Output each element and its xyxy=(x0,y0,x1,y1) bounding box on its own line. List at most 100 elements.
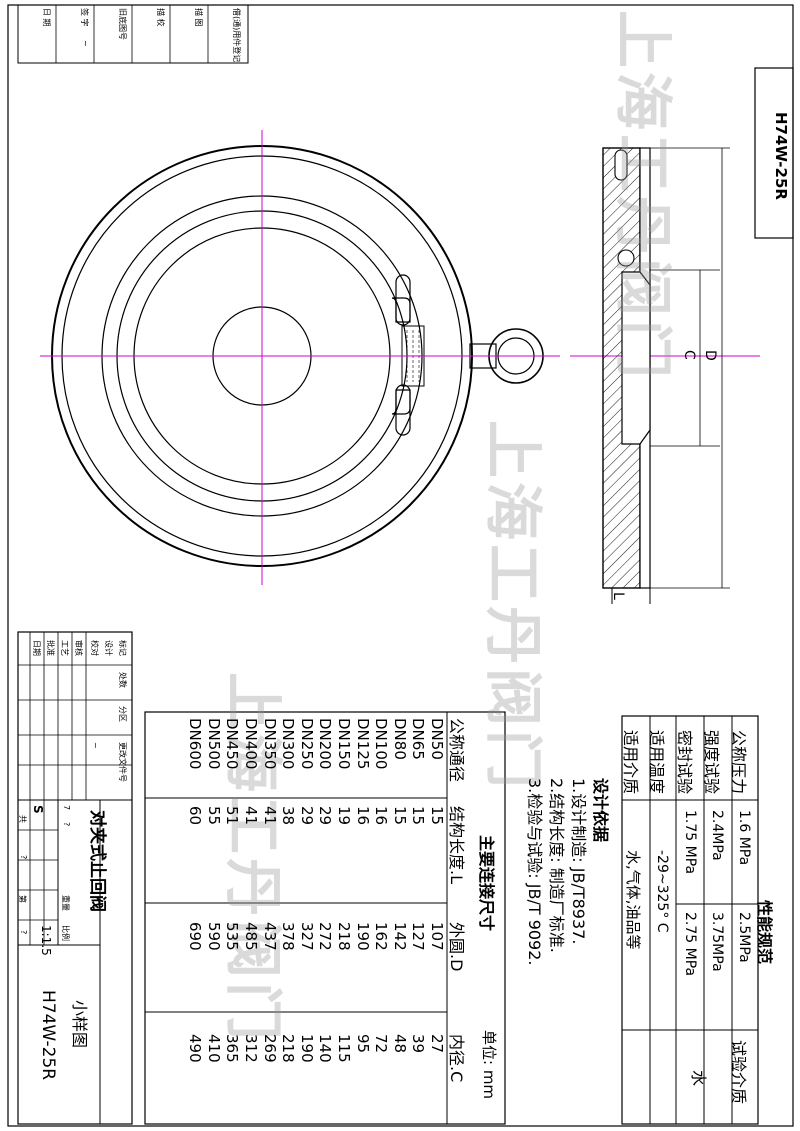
dim-cell: 127 xyxy=(409,922,428,951)
dim-cell: 27 xyxy=(428,1034,446,1054)
perf-label: 强度试验 xyxy=(702,730,721,795)
role: 校对 xyxy=(90,640,99,656)
dim-cell: 115 xyxy=(335,1034,353,1063)
disc-section xyxy=(621,271,651,445)
perf-label: 适用介质 xyxy=(621,730,640,795)
role: 工艺 xyxy=(60,640,69,656)
dim-header: 内径.C xyxy=(447,1034,466,1083)
scale-value: 1:1.5 xyxy=(39,925,53,956)
dim-cell-dn: DN450 xyxy=(223,718,242,770)
dim-cell: 365 xyxy=(223,1034,242,1063)
dim-cell: 55 xyxy=(204,806,223,826)
dim-cell-dn: DN100 xyxy=(372,718,391,770)
dim-cell: 690 xyxy=(186,922,205,951)
dim-label-l: L xyxy=(610,592,626,600)
dim-cell-dn: DN125 xyxy=(353,718,372,770)
perf-value: 3.75MPa xyxy=(709,912,725,972)
dim-cell: 15 xyxy=(409,806,428,826)
rev-col: 处数 xyxy=(118,672,127,688)
hinge-arm-top xyxy=(391,297,411,323)
dim-cell-dn: DN65 xyxy=(409,718,428,760)
hinge-slot-top xyxy=(395,274,411,326)
dim-cell: 48 xyxy=(390,1034,409,1054)
perf-frame xyxy=(621,715,759,1125)
sheet-a: 共 xyxy=(18,815,27,823)
dim-cell: 490 xyxy=(186,1034,205,1063)
dim-cell: 162 xyxy=(372,922,391,951)
dim-cell: 327 xyxy=(297,922,316,951)
table-grid xyxy=(17,4,794,1125)
dim-cell: 140 xyxy=(316,1034,335,1063)
sheet-q: ? xyxy=(19,855,28,860)
count-b: ? xyxy=(62,822,71,827)
perf-value: 1.6 MPa xyxy=(736,810,752,866)
dim-cell: 95 xyxy=(353,1034,372,1054)
dim-cell-dn: DN500 xyxy=(204,718,223,770)
perf-value: 2.5MPa xyxy=(736,912,752,963)
count-a: 7 xyxy=(62,805,71,811)
dim-cell: 38 xyxy=(279,806,298,826)
dim-cell: 51 xyxy=(223,806,242,826)
weight-label: 重量 xyxy=(61,895,70,911)
section-view xyxy=(602,147,730,604)
perf-value: 1.75 MPa xyxy=(682,810,698,875)
dim-cell: 437 xyxy=(260,922,279,951)
dim-cell: 15 xyxy=(428,806,446,826)
watermark: 上海工丹阀门 xyxy=(479,420,547,793)
dim-cell: 29 xyxy=(316,806,335,826)
sheet-border xyxy=(7,4,794,1127)
dim-label-c: C xyxy=(681,350,697,360)
dim-cell: 72 xyxy=(372,1034,391,1054)
sample-label: 小样图 xyxy=(70,1000,89,1049)
mark-s: S xyxy=(31,805,45,814)
design-basis-item: 2.结构长度: 制造厂标准. xyxy=(547,778,566,953)
dim-cell-dn: DN150 xyxy=(335,718,353,770)
title-frame xyxy=(17,631,133,1125)
test-medium-label: 试验介质 xyxy=(729,1040,748,1105)
design-basis-item: 1.设计制造: JB/T8937. xyxy=(569,778,588,945)
dim-cell-dn: DN300 xyxy=(279,718,298,770)
dim-table-title: 主要连接尺寸 xyxy=(477,835,496,932)
dim-cell: 218 xyxy=(279,1034,298,1063)
dim-cell: 107 xyxy=(428,922,446,951)
dim-cell: 39 xyxy=(409,1034,428,1054)
title-model: H74W-25R xyxy=(38,990,58,1081)
dim-cell: 190 xyxy=(297,1034,316,1063)
dim-cell-dn: DN50 xyxy=(428,718,446,760)
rev-col: 分区 xyxy=(118,706,127,722)
dim-cell: 272 xyxy=(316,922,335,951)
dim-header: 外圆.D xyxy=(447,922,466,972)
dim-cell: 142 xyxy=(390,922,409,951)
section-slot-top xyxy=(614,149,628,181)
center-lines xyxy=(40,130,760,585)
dim-cell: 15 xyxy=(390,806,409,826)
dim-cell-dn: DN400 xyxy=(242,718,260,770)
dim-cell-dn: DN200 xyxy=(316,718,335,770)
dim-cell: 41 xyxy=(260,806,279,826)
dim-cell-dn: DN80 xyxy=(390,718,409,760)
dim-header: 公称通径 xyxy=(447,718,466,783)
dim-frame xyxy=(144,711,506,1125)
dim-cell: 60 xyxy=(186,806,205,826)
design-basis-item: 3.检验与试验: JB/T 9092. xyxy=(525,778,544,966)
dim-label-d: D xyxy=(702,350,718,361)
dim-cell: 535 xyxy=(223,922,242,951)
dim-cell: 378 xyxy=(279,922,298,951)
dim-cell: 29 xyxy=(297,806,316,826)
hinge-slot-bottom xyxy=(395,384,411,436)
perf-value: 2.75 MPa xyxy=(682,912,698,977)
model-code: H74W-25R xyxy=(772,112,790,200)
dim-cell: 269 xyxy=(260,1034,279,1063)
stamp-tilde: ~ xyxy=(81,40,90,47)
dim-cell: 16 xyxy=(353,806,372,826)
rev-col: 更改文件号 xyxy=(118,742,127,782)
stamp-row: 描 图 xyxy=(194,8,203,27)
dim-cell: 16 xyxy=(372,806,391,826)
dim-cell: 312 xyxy=(242,1034,260,1063)
dim-cell: 485 xyxy=(242,922,260,951)
dim-cell: 218 xyxy=(335,922,353,951)
dim-cell-dn: DN600 xyxy=(186,718,205,770)
dim-cell-dn: DN250 xyxy=(297,718,316,770)
valve-name: 对夹式止回阀 xyxy=(87,810,107,912)
